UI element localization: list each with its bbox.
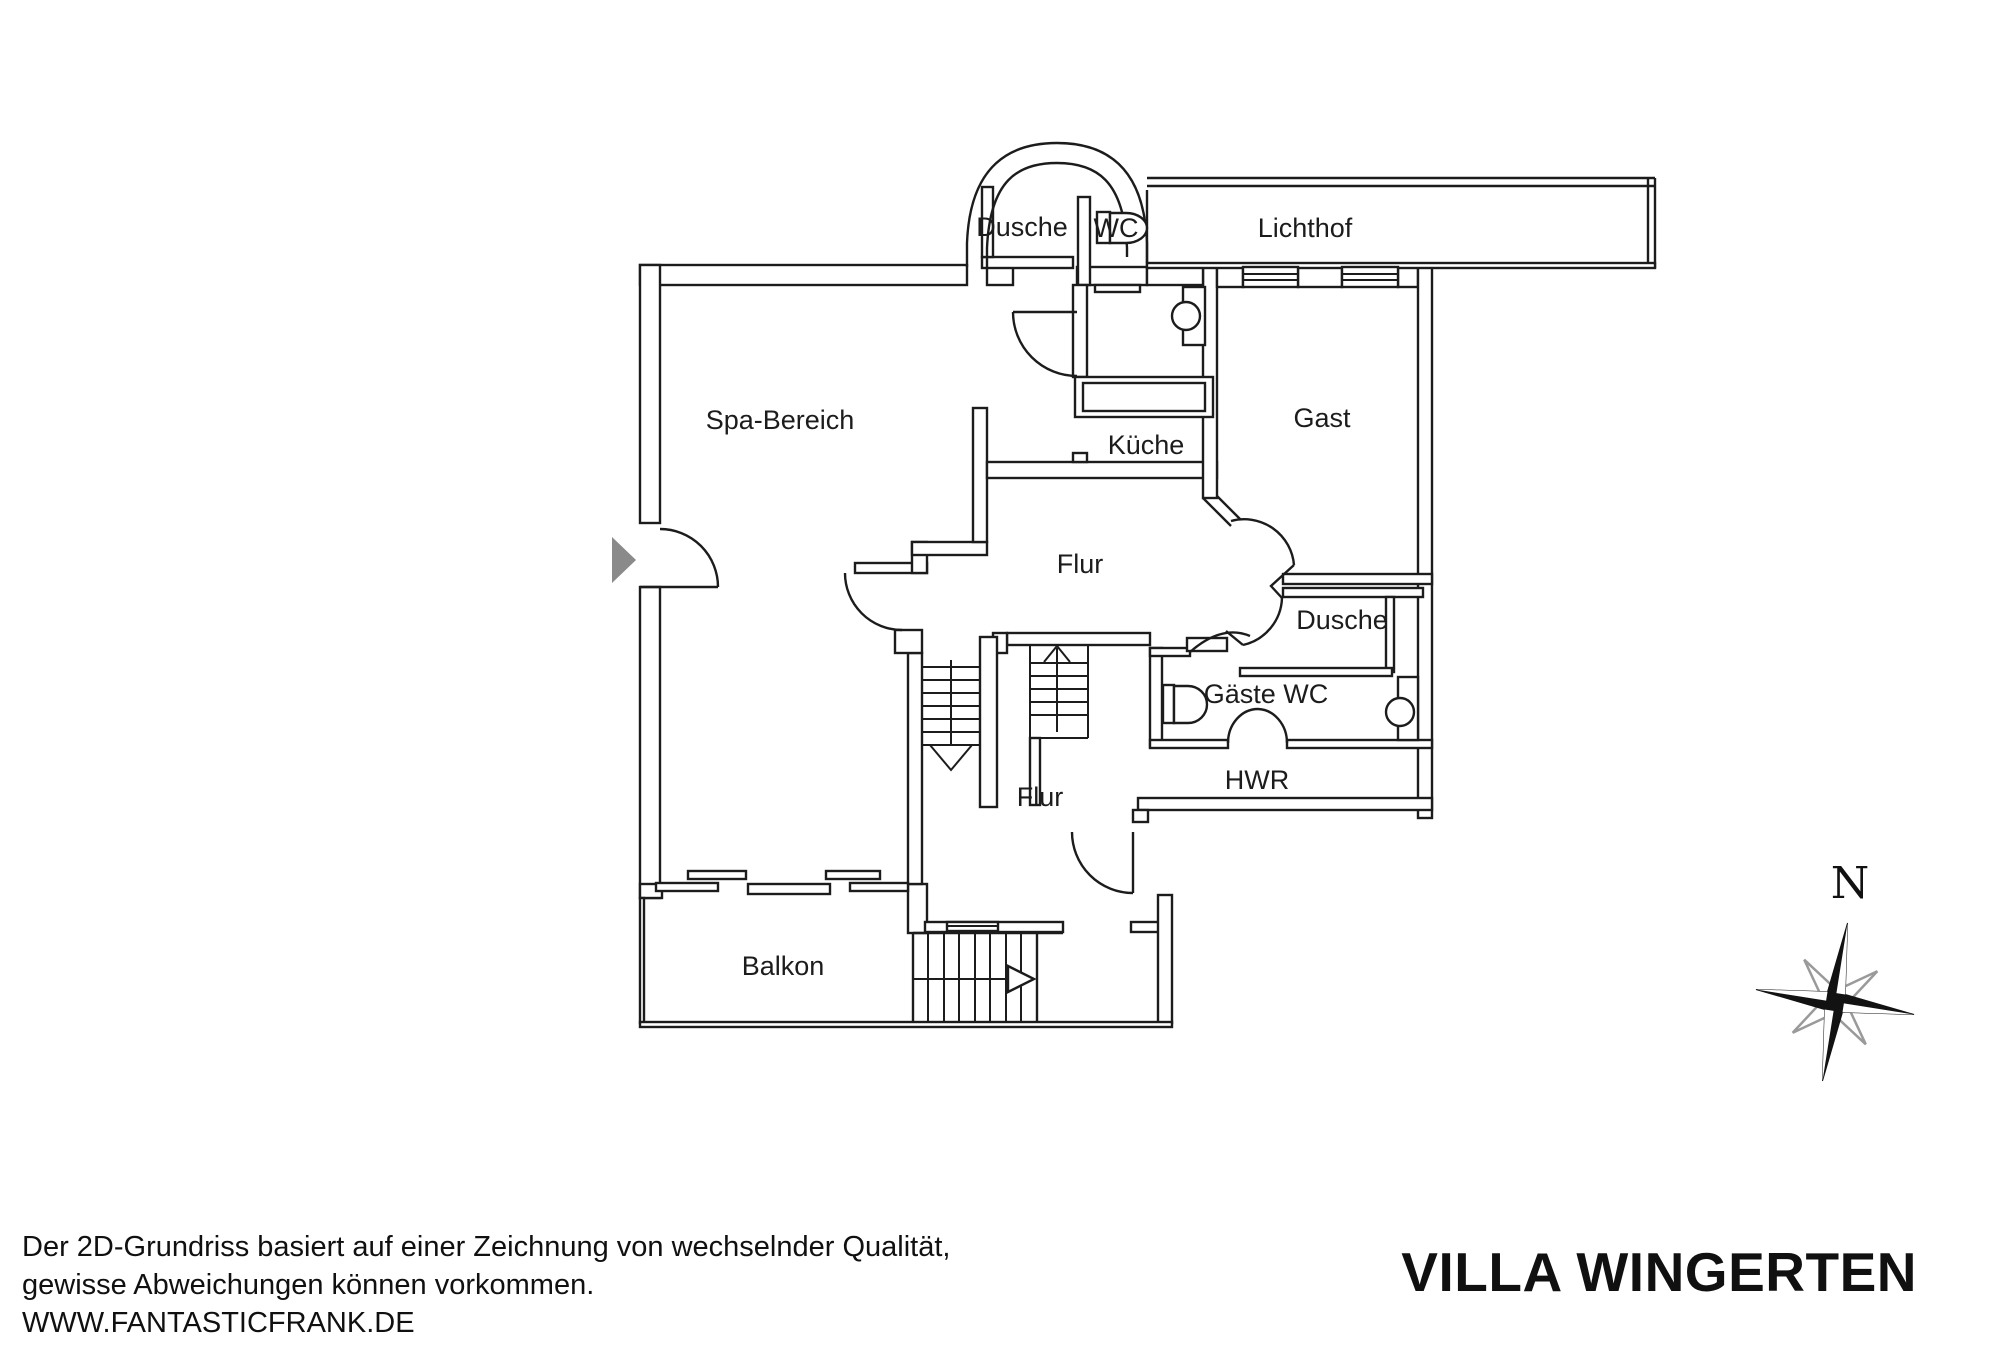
room-label-spa-bereich: Spa-Bereich xyxy=(706,405,855,435)
sink-icon-corridor xyxy=(1170,285,1207,347)
window-icon-gast-1 xyxy=(1241,265,1300,289)
bay-door-icon xyxy=(1011,310,1078,378)
disclaimer-text: Der 2D-Grundriss basiert auf einer Zeich… xyxy=(22,1228,950,1342)
balcony-door-icon xyxy=(1070,831,1135,895)
window-icon-gast-2 xyxy=(1340,265,1400,289)
compass-rose-icon: N xyxy=(1755,858,1915,1082)
room-label-wc: WC xyxy=(1094,213,1139,243)
toilet-icon-wc xyxy=(1095,210,1149,245)
room-label-dusche-bay: Dusche xyxy=(976,212,1068,242)
disclaimer-line-3: WWW.FANTASTICFRANK.DE xyxy=(22,1307,415,1339)
sliding-door-panel xyxy=(848,881,910,893)
stairs-down-icon xyxy=(922,660,980,772)
entrance-arrow-icon xyxy=(612,537,636,583)
window-icons xyxy=(945,265,1400,933)
disclaimer-line-2: gewisse Abweichungen können vorkommen. xyxy=(22,1269,595,1301)
gaeste-wc-double-door-icon xyxy=(1226,707,1289,744)
toilet-icon-gaeste-wc xyxy=(1161,683,1209,725)
sliding-door-icons xyxy=(654,869,910,893)
window-icon-corridor xyxy=(1093,283,1142,294)
room-label-hwr: HWR xyxy=(1225,765,1289,795)
sliding-door-panel xyxy=(686,869,748,881)
door-swing-icons xyxy=(640,310,1296,895)
room-label-gast: Gast xyxy=(1293,403,1351,433)
entrance-door-icon xyxy=(640,527,720,589)
stairs-icons xyxy=(911,644,1089,1022)
room-label-balkon: Balkon xyxy=(742,951,825,981)
page-title: VILLA WINGERTEN xyxy=(1401,1241,1917,1303)
room-label-flur-lower: Flur xyxy=(1017,782,1064,812)
disclaimer-line-1: Der 2D-Grundriss basiert auf einer Zeich… xyxy=(22,1231,951,1263)
room-labels: Dusche WC Lichthof Spa-Bereich Küche Gas… xyxy=(706,212,1388,981)
sink-icon-gaeste-wc xyxy=(1384,675,1420,742)
outdoor-stairs-icon xyxy=(911,931,1063,1022)
compass-north-label: N xyxy=(1831,858,1870,909)
room-label-flur-upper: Flur xyxy=(1057,549,1104,579)
window-icon-landing xyxy=(945,920,1000,933)
room-label-dusche-small: Dusche xyxy=(1296,605,1388,635)
lichthof-outline xyxy=(1145,176,1657,270)
stairs-up-icon xyxy=(1029,644,1089,739)
gast-corner-door-icon xyxy=(1185,495,1296,653)
kitchen-counter-icon xyxy=(1073,375,1215,419)
fixture-icons xyxy=(1073,210,1420,742)
dusche-door-icon xyxy=(1189,631,1251,653)
room-label-lichthof: Lichthof xyxy=(1258,213,1353,243)
walls xyxy=(638,185,1434,1029)
room-label-kueche: Küche xyxy=(1108,430,1185,460)
vestibule-door-icon xyxy=(843,572,903,632)
stairs-direction-arrow-icon xyxy=(1006,964,1037,994)
room-label-gaeste-wc: Gäste WC xyxy=(1204,679,1329,709)
sliding-door-panel xyxy=(824,869,882,881)
sliding-door-panel xyxy=(654,881,720,893)
